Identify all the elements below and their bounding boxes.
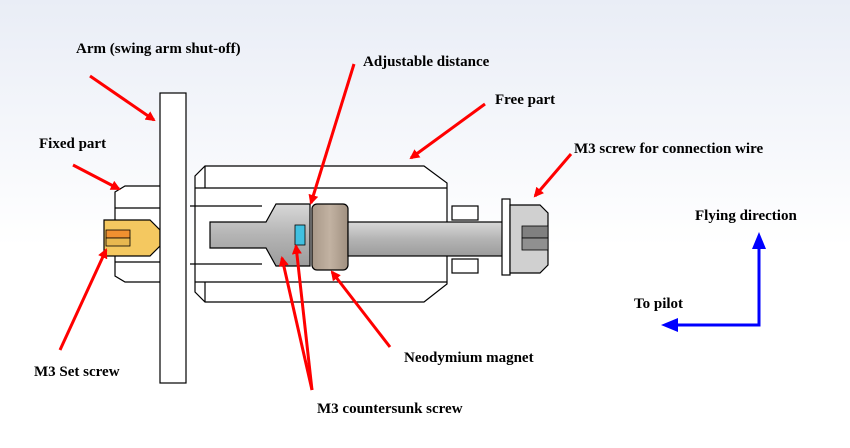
arrow-countersunk-left bbox=[278, 256, 314, 391]
arrow-countersunk-right bbox=[291, 244, 314, 391]
arrow-adjustable-distance bbox=[308, 63, 356, 205]
flying-direction-arrowhead bbox=[752, 232, 766, 249]
neodymium-magnet bbox=[311, 203, 349, 271]
label-m3-countersunk-screw: M3 countersunk screw bbox=[317, 401, 463, 417]
connection-screw-shaft bbox=[347, 221, 527, 257]
label-flying-direction: Flying direction bbox=[695, 208, 797, 224]
arrow-free-part bbox=[409, 102, 486, 160]
label-free-part: Free part bbox=[495, 92, 556, 108]
label-fixed-part: Fixed part bbox=[39, 136, 107, 152]
arrow-set-screw bbox=[58, 248, 108, 351]
arrow-neodymium-magnet bbox=[330, 270, 392, 348]
label-m3-set-screw: M3 Set screw bbox=[34, 364, 120, 380]
label-m3-screw-wire: M3 screw for connection wire bbox=[574, 141, 764, 157]
label-arm: Arm (swing arm shut-off) bbox=[76, 41, 241, 57]
arrow-arm bbox=[89, 74, 156, 122]
label-to-pilot: To pilot bbox=[634, 296, 684, 312]
to-pilot-arrowhead bbox=[661, 318, 678, 332]
arm-plate bbox=[159, 92, 187, 384]
label-adjustable-distance: Adjustable distance bbox=[363, 54, 490, 70]
direction-axes bbox=[676, 246, 761, 327]
label-neodymium-magnet: Neodymium magnet bbox=[404, 350, 534, 366]
countersunk-screw bbox=[209, 203, 311, 267]
arrow-m3-screw-wire bbox=[533, 153, 573, 198]
arrow-fixed-part bbox=[72, 163, 121, 191]
